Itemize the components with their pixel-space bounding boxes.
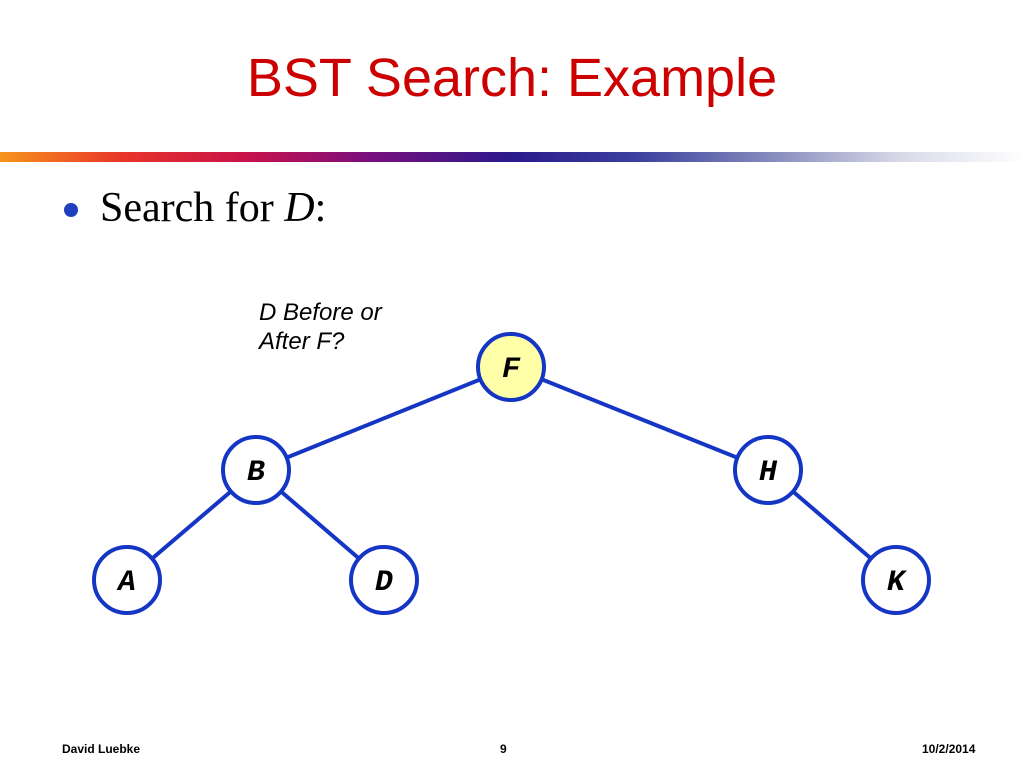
node-circle [733,435,803,505]
bullet-text: Search for D: [100,184,326,232]
node-label: F [502,353,521,387]
bullet-suffix: : [314,185,327,231]
tree-node-d: D [349,545,419,615]
edge-f-h [510,365,769,472]
tree-node-h: H [733,435,803,505]
tree-node-a: A [92,545,162,615]
node-circle [476,332,546,402]
search-annotation: D Before or After F? [259,298,429,356]
node-circle [92,545,162,615]
footer-author: David Luebke [62,742,141,756]
tree-node-k: K [861,545,931,615]
node-circle [349,545,419,615]
node-circle [221,435,291,505]
node-label: B [247,456,265,490]
annotation-line-2: After F? [259,328,345,355]
node-label: D [375,566,393,600]
annotation-line-1: D Before or [259,299,382,326]
bullet-emphasis: D [284,185,315,231]
tree-node-b: B [221,435,291,505]
bullet-icon [64,203,78,217]
node-label: H [759,456,778,490]
slide-title: BST Search: Example [246,48,778,108]
tree-node-f: F [476,332,546,402]
edge-f-b [255,365,512,472]
bullet-prefix: Search for [100,185,285,231]
node-circle [861,545,931,615]
node-label: K [887,566,908,600]
node-label: A [116,566,136,600]
tree-nodes: F B H A D K [92,332,931,615]
bullet-item: Search for D: [64,184,326,232]
footer-date: 10/2/2014 [922,742,976,756]
footer-page-number: 9 [500,742,507,756]
title-divider [0,152,1024,162]
